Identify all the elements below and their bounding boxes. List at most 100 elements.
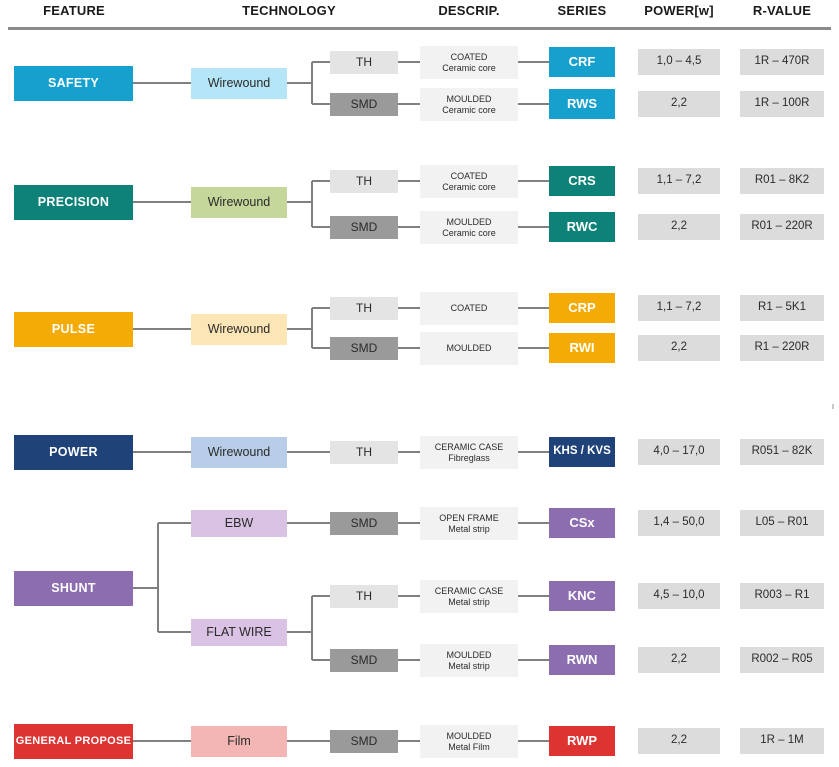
descrip-line-1: COATED — [450, 171, 488, 182]
connector-spine-to-ebw — [158, 522, 191, 524]
technology-box-flat-wire[interactable]: FLAT WIRE — [191, 619, 287, 646]
feature-box-general-propose[interactable]: GENERAL PROPOSE — [14, 723, 133, 759]
series-box-crf[interactable]: CRF — [549, 47, 615, 77]
connector-feature-to-technology — [133, 82, 191, 84]
connector-descrip-to-series — [518, 595, 549, 597]
connector-feature-to-technology — [133, 201, 191, 203]
connector-mount-to-descrip — [398, 347, 420, 349]
mount-box-smd[interactable]: SMD — [330, 649, 398, 672]
descrip-line-2: Metal strip — [448, 660, 490, 671]
series-box-rws[interactable]: RWS — [549, 89, 615, 119]
descrip-box[interactable]: MOULDED — [420, 332, 518, 365]
r-value-chip: R1 – 220R — [740, 335, 824, 361]
descrip-line-2: Metal strip — [448, 523, 490, 534]
connector-branch-to-th — [312, 595, 330, 597]
feature-box-power[interactable]: POWER — [14, 434, 133, 470]
descrip-line-2: Ceramic core — [442, 227, 496, 238]
descrip-line-2: Ceramic core — [442, 104, 496, 115]
connector-descrip-to-series — [518, 180, 549, 182]
connector-mount-to-descrip — [398, 103, 420, 105]
feature-box-safety[interactable]: SAFETY — [14, 65, 133, 101]
connector-technology-to-branch — [287, 201, 312, 203]
r-value-chip: R003 – R1 — [740, 583, 824, 609]
series-box-rwp[interactable]: RWP — [549, 726, 615, 756]
power-value-chip: 4,5 – 10,0 — [638, 583, 720, 609]
r-value-chip: 1R – 470R — [740, 49, 824, 75]
mount-box-th[interactable]: TH — [330, 170, 398, 193]
power-value-chip: 2,2 — [638, 728, 720, 754]
series-box-crp[interactable]: CRP — [549, 293, 615, 323]
connector-mount-to-descrip — [398, 226, 420, 228]
mount-box-th[interactable]: TH — [330, 297, 398, 320]
mount-box-th[interactable]: TH — [330, 441, 398, 464]
connector-descrip-to-series — [518, 347, 549, 349]
mount-box-smd[interactable]: SMD — [330, 512, 398, 535]
r-value-chip: R051 – 82K — [740, 439, 824, 465]
connector-feature-to-technology — [133, 328, 191, 330]
r-value-chip: R01 – 220R — [740, 214, 824, 240]
descrip-line-1: CERAMIC CASE — [434, 442, 504, 453]
descrip-line-1: MOULDED — [446, 94, 492, 105]
r-value-chip: L05 – R01 — [740, 510, 824, 536]
connector-descrip-to-series — [518, 659, 549, 661]
descrip-line-1: CERAMIC CASE — [434, 586, 504, 597]
descrip-box[interactable]: COATED — [420, 292, 518, 325]
series-box-rwc[interactable]: RWC — [549, 212, 615, 242]
column-header-series: SERIES — [557, 3, 607, 18]
r-value-chip: 1R – 100R — [740, 91, 824, 117]
connector-branch-to-smd — [312, 659, 330, 661]
connector-descrip-to-series — [518, 740, 549, 742]
feature-box-precision[interactable]: PRECISION — [14, 184, 133, 220]
technology-box-wirewound[interactable]: Wirewound — [191, 187, 287, 218]
connector-mount-to-descrip — [398, 740, 420, 742]
descrip-line-1: COATED — [450, 303, 488, 314]
series-box-knc[interactable]: KNC — [549, 581, 615, 611]
technology-box-ebw[interactable]: EBW — [191, 510, 287, 537]
connector-ebw-to-mount — [287, 522, 330, 524]
connector-feature-to-spine — [133, 587, 158, 589]
mount-box-smd[interactable]: SMD — [330, 337, 398, 360]
connector-branch-spine — [311, 308, 313, 348]
series-box-rwi[interactable]: RWI — [549, 333, 615, 363]
technology-box-wirewound[interactable]: Wirewound — [191, 314, 287, 345]
series-box-rwn[interactable]: RWN — [549, 645, 615, 675]
power-value-chip: 2,2 — [638, 214, 720, 240]
series-box-crs[interactable]: CRS — [549, 166, 615, 196]
mount-box-smd[interactable]: SMD — [330, 93, 398, 116]
descrip-line-1: MOULDED — [446, 217, 492, 228]
feature-box-pulse[interactable]: PULSE — [14, 311, 133, 347]
feature-box-shunt[interactable]: SHUNT — [14, 570, 133, 606]
descrip-line-2: Ceramic core — [442, 62, 496, 73]
mount-box-th[interactable]: TH — [330, 51, 398, 74]
series-box-khs-kvs[interactable]: KHS / KVS — [549, 437, 615, 467]
connector-technology-to-mount — [287, 451, 330, 453]
descrip-line-2: Metal strip — [448, 596, 490, 607]
column-header-feature: FEATURE — [43, 3, 105, 18]
connector-branch-spine — [311, 181, 313, 227]
mount-box-th[interactable]: TH — [330, 585, 398, 608]
mount-box-smd[interactable]: SMD — [330, 216, 398, 239]
connector-mount-to-descrip — [398, 522, 420, 524]
mount-box-smd[interactable]: SMD — [330, 730, 398, 753]
power-value-chip: 1,0 – 4,5 — [638, 49, 720, 75]
connector-branch-to-th — [312, 180, 330, 182]
connector-mount-to-descrip — [398, 659, 420, 661]
column-header-technology: TECHNOLOGY — [242, 3, 336, 18]
connector-descrip-to-series — [518, 61, 549, 63]
technology-box-wirewound[interactable]: Wirewound — [191, 68, 287, 99]
descrip-line-1: OPEN FRAME — [439, 513, 499, 524]
power-value-chip: 2,2 — [638, 335, 720, 361]
technology-box-film[interactable]: Film — [191, 726, 287, 757]
connector-flatwire-to-branch — [287, 631, 312, 633]
technology-box-wirewound[interactable]: Wirewound — [191, 437, 287, 468]
series-box-csx[interactable]: CSx — [549, 508, 615, 538]
